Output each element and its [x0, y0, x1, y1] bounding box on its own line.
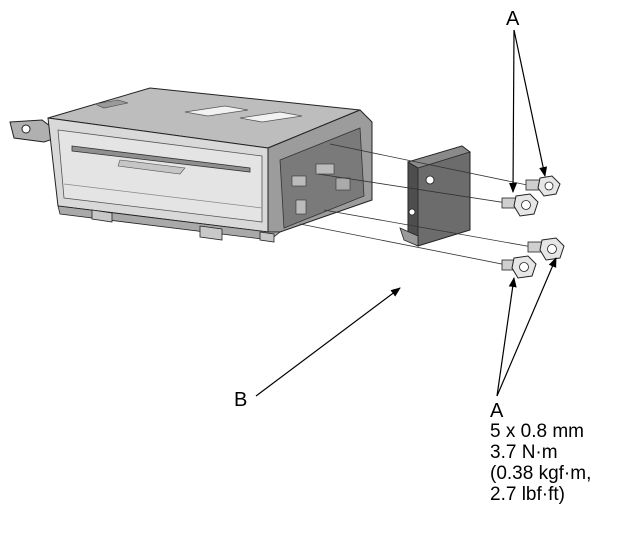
- callout-a-bottom: A: [490, 400, 504, 422]
- alignment-lines: [299, 143, 539, 267]
- bolt-upper-left: [501, 193, 539, 217]
- leader-lines-a-top: [509, 29, 548, 193]
- callout-a-top: A: [506, 8, 520, 30]
- bolt-spec-block: 5 x 0.8 mm 3.7 N·m (0.38 kgf·m, 2.7 lbf·…: [490, 421, 591, 505]
- side-bracket: [399, 145, 471, 247]
- torque-nm: 3.7 N·m: [490, 442, 558, 463]
- bolt-lower-right: [527, 237, 565, 261]
- torque-lbf: 2.7 lbf·ft): [490, 484, 565, 505]
- leader-lines-a-bottom: [496, 257, 557, 397]
- head-unit: [47, 87, 373, 243]
- leader-line-b: [255, 287, 401, 397]
- bolt-upper-right: [525, 175, 561, 197]
- callout-b: B: [234, 389, 248, 411]
- bolt-lower-left: [501, 255, 537, 279]
- torque-kgf: (0.38 kgf·m,: [490, 463, 592, 484]
- bolt-size: 5 x 0.8 mm: [490, 421, 584, 442]
